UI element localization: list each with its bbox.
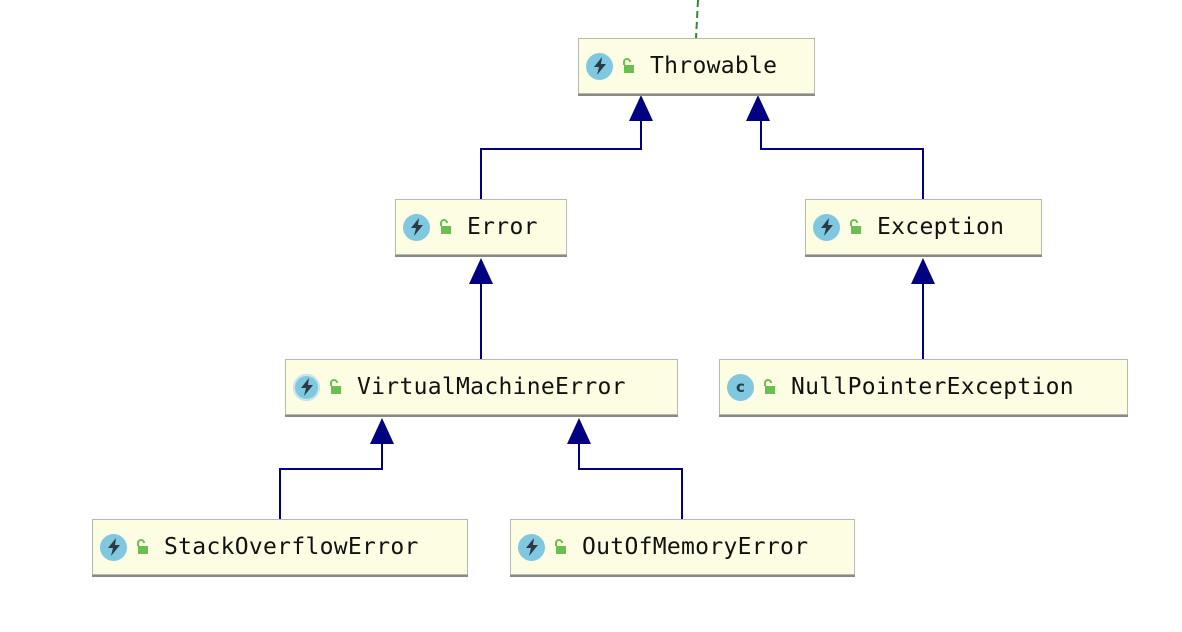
abstract-class-icon — [403, 213, 430, 241]
arrowhead-soe-vme — [370, 418, 394, 444]
node-stack-overflow-error[interactable]: StackOverflowError — [92, 519, 468, 575]
edge-oome-vme — [578, 440, 683, 519]
node-label: Throwable — [650, 53, 778, 79]
abstract-class-icon — [100, 533, 127, 561]
arrowhead-oome-vme — [567, 418, 591, 444]
dashed-edge-throwable-up — [695, 0, 699, 39]
edge-soe-vme — [279, 440, 383, 519]
node-virtual-machine-error[interactable]: VirtualMachineError — [285, 359, 678, 415]
unlocked-icon — [762, 379, 776, 395]
node-label: Error — [467, 214, 538, 240]
node-label: NullPointerException — [791, 374, 1074, 400]
arrowhead-vme-error — [469, 258, 493, 284]
abstract-class-icon — [586, 52, 613, 80]
arrowhead-error-throwable — [629, 95, 653, 121]
node-label: StackOverflowError — [164, 534, 419, 560]
arrowhead-exception-throwable — [746, 95, 770, 121]
edge-exception-throwable — [760, 115, 924, 199]
node-label: VirtualMachineError — [357, 374, 626, 400]
node-label: Exception — [877, 214, 1005, 240]
class-glyph: c — [736, 377, 745, 396]
class-icon: c — [727, 373, 754, 401]
abstract-class-icon — [813, 213, 840, 241]
unlocked-icon — [621, 58, 635, 74]
node-null-pointer-exception[interactable]: c NullPointerException — [719, 359, 1128, 415]
node-error[interactable]: Error — [395, 199, 567, 255]
abstract-class-icon — [293, 373, 320, 401]
unlocked-icon — [328, 379, 342, 395]
unlocked-icon — [553, 539, 567, 555]
unlocked-icon — [135, 539, 149, 555]
node-throwable[interactable]: Throwable — [578, 38, 815, 94]
abstract-class-icon — [518, 533, 545, 561]
unlocked-icon — [848, 219, 862, 235]
node-label: OutOfMemoryError — [582, 534, 809, 560]
node-exception[interactable]: Exception — [805, 199, 1042, 255]
arrowhead-npe-exception — [911, 258, 935, 284]
node-out-of-memory-error[interactable]: OutOfMemoryError — [510, 519, 855, 575]
edge-error-throwable — [480, 115, 642, 199]
unlocked-icon — [438, 219, 452, 235]
